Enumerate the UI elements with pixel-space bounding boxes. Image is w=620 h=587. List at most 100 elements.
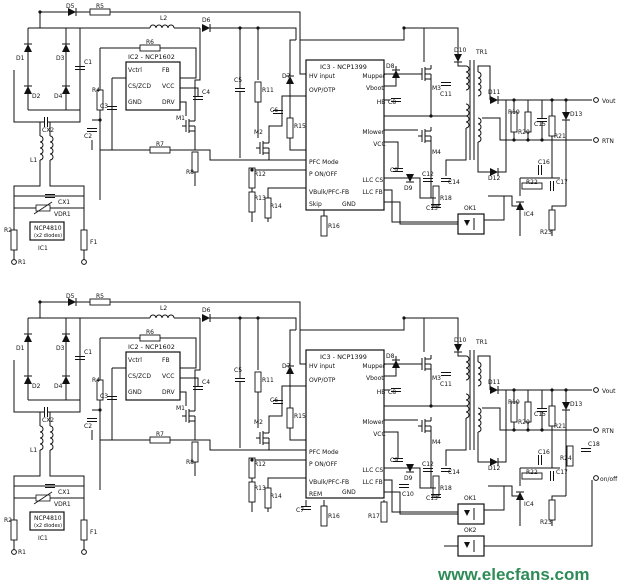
varistor-slash bbox=[33, 201, 53, 215]
terminal-ac-l bbox=[11, 259, 17, 265]
ic3-pin-right: HB bbox=[377, 389, 386, 396]
wire bbox=[180, 101, 187, 116]
wire bbox=[267, 477, 306, 488]
transformer-secondary-a bbox=[477, 361, 482, 387]
label-r24: R24 bbox=[560, 455, 572, 462]
capacitor-c5 bbox=[234, 378, 246, 382]
label-d1: D1 bbox=[16, 345, 25, 352]
wire bbox=[289, 428, 306, 441]
label-c16: C16 bbox=[538, 159, 550, 166]
wire bbox=[477, 355, 491, 390]
ic3-pin-left: PFC Mode bbox=[309, 449, 339, 456]
varistor-slash bbox=[33, 491, 53, 505]
label-c11: C11 bbox=[440, 381, 452, 388]
capacitor-cx2 bbox=[44, 406, 48, 418]
ic2-pin-right: DRV bbox=[162, 389, 175, 396]
ic3-pin-left: VBulk/PFC-FB bbox=[309, 479, 349, 486]
label-c18: C18 bbox=[588, 441, 600, 448]
wire bbox=[457, 352, 466, 357]
label-r20: R20 bbox=[518, 419, 530, 426]
junction-dot bbox=[402, 26, 406, 30]
label-ok1: OK1 bbox=[464, 495, 477, 502]
junction-dot bbox=[512, 98, 516, 102]
wire bbox=[384, 479, 460, 513]
ic2-pin-left: CS/ZCD bbox=[128, 373, 151, 380]
ic3-pin-left: P ON/OFF bbox=[309, 171, 338, 178]
ic3-pin-right: LLC FB bbox=[362, 479, 382, 486]
label-d11: D11 bbox=[488, 379, 500, 386]
junction-dot bbox=[238, 26, 242, 30]
optocoupler-ok1 bbox=[457, 503, 485, 525]
label-r23: R23 bbox=[540, 229, 552, 236]
diode-d2 bbox=[23, 85, 33, 95]
ic3-pin-left: OVP/OTP bbox=[309, 377, 336, 384]
label-c6: C6 bbox=[270, 397, 278, 404]
ic3-pin-left: REM bbox=[309, 491, 322, 498]
resistor-r18 bbox=[432, 185, 440, 207]
ic2-pin-left: GND bbox=[128, 99, 142, 106]
terminal-ac-n bbox=[81, 259, 87, 265]
wire bbox=[488, 195, 520, 207]
label-l2: L2 bbox=[160, 15, 167, 22]
label-r14: R14 bbox=[270, 493, 282, 500]
wire bbox=[40, 11, 301, 40]
wire bbox=[170, 439, 306, 451]
label-m2: M2 bbox=[254, 129, 263, 136]
vout-terminal bbox=[593, 387, 599, 393]
diode-d13 bbox=[561, 401, 571, 411]
label-d5: D5 bbox=[66, 3, 75, 10]
label-r11: R11 bbox=[262, 87, 274, 94]
label-r15: R15 bbox=[294, 123, 306, 130]
ic2-pin-left: Vctrl bbox=[128, 67, 142, 74]
label-r2: R2 bbox=[4, 517, 12, 524]
wire bbox=[299, 330, 306, 365]
junction-dot bbox=[526, 428, 530, 432]
inductor-l1-a bbox=[39, 135, 44, 161]
optocoupler-ok2 bbox=[457, 535, 485, 557]
transformer-primary-b bbox=[465, 103, 470, 129]
wire bbox=[384, 491, 458, 515]
label-vdr1: VDR1 bbox=[54, 501, 71, 508]
label-ic4: IC4 bbox=[524, 501, 534, 508]
wire bbox=[384, 141, 399, 168]
resistor-r11 bbox=[254, 371, 262, 393]
ic2-pin-right: VCC bbox=[162, 373, 174, 380]
wire bbox=[40, 301, 301, 330]
mosfet-m4 bbox=[417, 416, 432, 436]
diode-d4 bbox=[61, 375, 71, 385]
wire bbox=[194, 318, 201, 407]
label-r17: R17 bbox=[368, 513, 380, 520]
junction-dot bbox=[402, 316, 406, 320]
junction-dot bbox=[98, 408, 102, 412]
terminal-ac-l bbox=[11, 549, 17, 555]
rtn-terminal bbox=[593, 137, 599, 143]
inductor-l2 bbox=[149, 314, 175, 319]
wire bbox=[484, 486, 505, 511]
ic1-chip bbox=[29, 511, 65, 531]
rtn-terminal bbox=[593, 427, 599, 433]
junction-dot bbox=[512, 138, 516, 142]
wire bbox=[210, 27, 297, 40]
label-d13: D13 bbox=[570, 401, 582, 408]
wire bbox=[13, 70, 28, 123]
label-r18: R18 bbox=[440, 195, 452, 202]
label-c8: C8 bbox=[388, 99, 396, 106]
label-vout: Vout bbox=[602, 388, 616, 395]
wire bbox=[180, 377, 199, 386]
label-d7: D7 bbox=[282, 73, 291, 80]
label-ic1chip: NCP4810 bbox=[34, 515, 62, 522]
ic3-box bbox=[305, 349, 385, 499]
label-r1: R1 bbox=[18, 259, 26, 266]
junction-dot bbox=[250, 168, 254, 172]
label-rtn: RTN bbox=[602, 138, 614, 145]
ic3-title: IC3 - NCP1399 bbox=[320, 63, 367, 71]
junction-dot bbox=[256, 316, 260, 320]
resistor-r23 bbox=[548, 499, 556, 521]
ic3-pin-right: Vboot bbox=[366, 85, 384, 92]
label-c5: C5 bbox=[234, 367, 242, 374]
wire bbox=[267, 187, 306, 198]
ic3-box bbox=[305, 59, 385, 211]
label-r6: R6 bbox=[146, 39, 154, 46]
wire bbox=[210, 317, 297, 330]
